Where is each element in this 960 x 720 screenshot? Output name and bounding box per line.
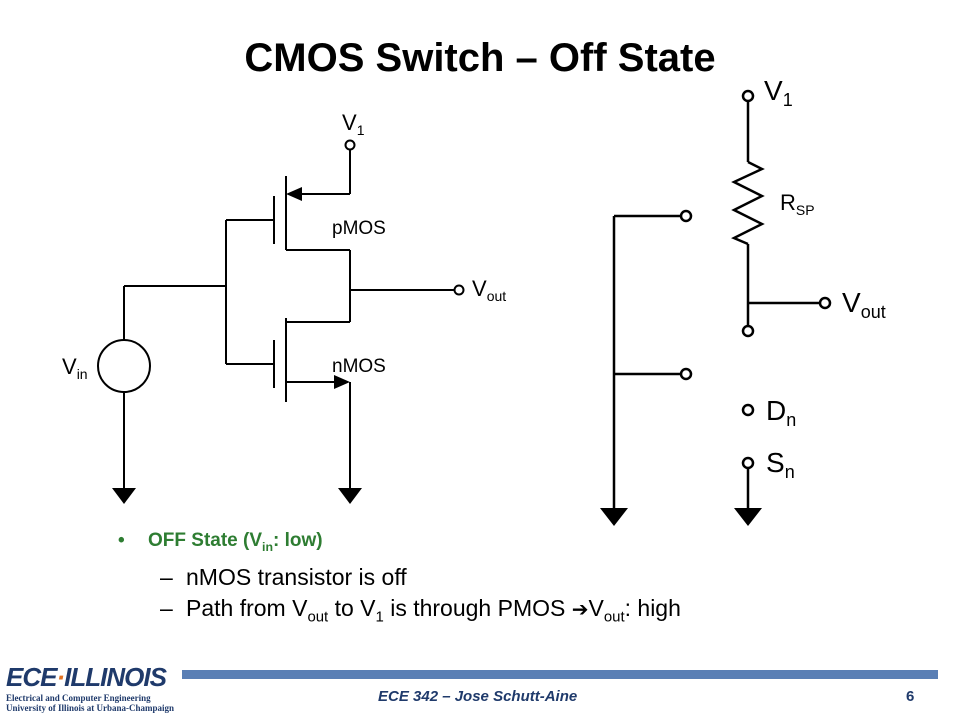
resistor-rsp xyxy=(731,160,765,246)
page-number: 6 xyxy=(906,688,915,705)
sn-label: Sn xyxy=(766,447,795,482)
left-circuit xyxy=(97,139,465,488)
left-v1-label: V1 xyxy=(342,110,365,138)
bullet-sub-1: –nMOS transistor is off xyxy=(160,563,407,590)
right-vout-label: Vout xyxy=(842,287,886,322)
vin-label: Vin xyxy=(62,354,88,382)
nmos-arrow xyxy=(334,375,350,389)
dn-label: Dn xyxy=(766,395,796,430)
bullet-list: •OFF State (Vin: low) –nMOS transistor i… xyxy=(118,530,681,625)
bus-terminal-upper xyxy=(679,209,693,223)
right-vout-terminal xyxy=(818,296,832,310)
dn-terminal xyxy=(741,403,755,417)
slide-title: CMOS Switch – Off State xyxy=(244,36,716,80)
bullet-main: •OFF State (Vin: low) xyxy=(118,530,323,554)
v1-terminal xyxy=(344,139,356,151)
arrow-right-icon: ➔ xyxy=(571,598,589,621)
switch-upper-terminal xyxy=(741,324,755,338)
vin-source xyxy=(97,339,151,393)
sn-terminal xyxy=(741,456,755,470)
footer-course: ECE 342 – Jose Schutt-Aine xyxy=(378,688,578,705)
nmos-label: nMOS xyxy=(332,356,386,377)
footer-bar xyxy=(182,670,938,679)
pmos-label: pMOS xyxy=(332,218,386,239)
rsp-label: RSP xyxy=(780,190,815,218)
right-ground-sn xyxy=(734,508,762,526)
left-vout-label: Vout xyxy=(472,276,506,304)
left-ground-2 xyxy=(338,488,362,504)
right-circuit xyxy=(612,89,832,508)
bullet-sub-2: –Path from Vout to V1 is through PMOS ➔V… xyxy=(160,594,681,626)
pmos-arrow xyxy=(286,187,302,201)
bus-terminal-lower xyxy=(679,367,693,381)
right-v1-label: V1 xyxy=(764,75,793,110)
left-ground-1 xyxy=(112,488,136,504)
ece-illinois-logo: ECE·ILLINOIS Electrical and Computer Eng… xyxy=(6,662,175,713)
right-v1-terminal xyxy=(741,89,755,103)
vout-terminal xyxy=(453,284,465,296)
right-ground-bus xyxy=(600,508,628,526)
